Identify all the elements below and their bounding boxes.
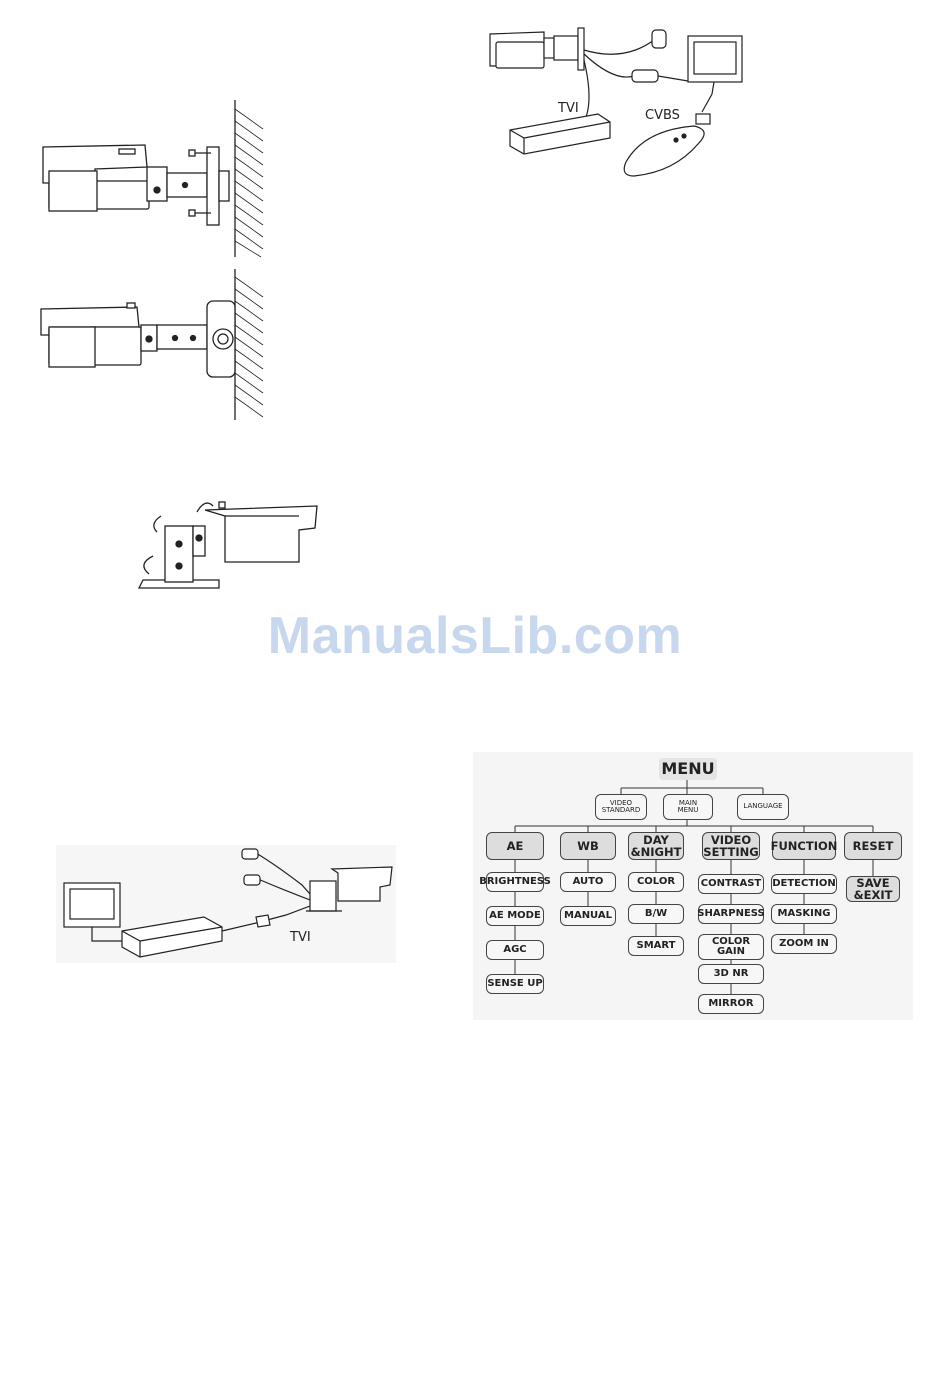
tvi-connection-illustration bbox=[56, 845, 396, 963]
wall-mount-exploded-illustration bbox=[35, 95, 270, 260]
menu-function-item: DETECTION bbox=[771, 874, 837, 894]
menu-root: MENU bbox=[659, 758, 717, 780]
menu-ae-item: AE MODE bbox=[486, 906, 544, 926]
menu-ae: AE bbox=[486, 832, 544, 860]
menu-video-setting-item: SHARPNESS bbox=[698, 904, 764, 924]
menu-day-night-item: SMART bbox=[628, 936, 684, 956]
menu-day-night-item: COLOR bbox=[628, 872, 684, 892]
menu-function-item: ZOOM IN bbox=[771, 934, 837, 954]
menu-wb: WB bbox=[560, 832, 616, 860]
menu-wb-item: MANUAL bbox=[560, 906, 616, 926]
menu-ae-item: SENSE UP bbox=[486, 974, 544, 994]
menu-wb-item: AUTO bbox=[560, 872, 616, 892]
menu-video-setting-item: CONTRAST bbox=[698, 874, 764, 894]
watermark: ManualsLib.com bbox=[0, 606, 950, 666]
cvbs-label: CVBS bbox=[645, 108, 680, 123]
menu-video-standard: VIDEO STANDARD bbox=[595, 794, 647, 820]
menu-language: LANGUAGE bbox=[737, 794, 789, 820]
tvi-label-bottom: TVI bbox=[290, 930, 311, 945]
menu-video-setting-item: MIRROR bbox=[698, 994, 764, 1014]
ceiling-mount-illustration bbox=[135, 492, 325, 592]
tvi-cvbs-connection-illustration bbox=[484, 22, 752, 194]
menu-reset: RESET bbox=[844, 832, 902, 860]
menu-reset-item: SAVE &EXIT bbox=[846, 876, 900, 902]
menu-day-night-item: B/W bbox=[628, 904, 684, 924]
menu-video-setting-item: COLOR GAIN bbox=[698, 934, 764, 960]
menu-video-setting: VIDEO SETTING bbox=[702, 832, 760, 860]
menu-function: FUNCTION bbox=[772, 832, 836, 860]
menu-ae-item: BRIGHTNESS bbox=[486, 872, 544, 892]
menu-ae-item: AGC bbox=[486, 940, 544, 960]
menu-video-setting-item: 3D NR bbox=[698, 964, 764, 984]
tvi-label-top: TVI bbox=[558, 101, 579, 116]
menu-main-menu: MAIN MENU bbox=[663, 794, 713, 820]
wall-mount-assembled-illustration bbox=[35, 265, 270, 425]
menu-day-night: DAY &NIGHT bbox=[628, 832, 684, 860]
menu-function-item: MASKING bbox=[771, 904, 837, 924]
